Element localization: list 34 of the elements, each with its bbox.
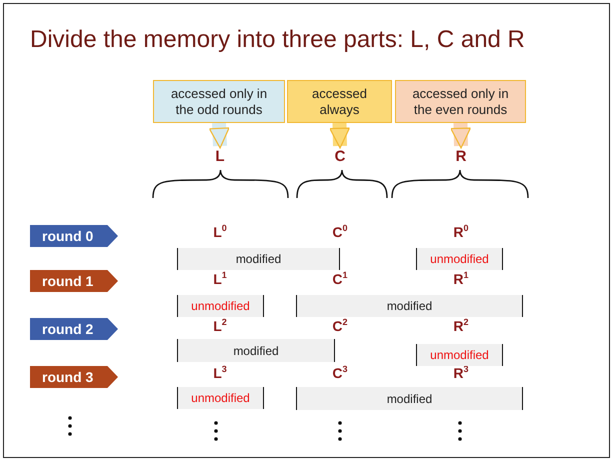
segment-label: R$^{3}$ (453, 364, 469, 381)
block-arrow (208, 122, 230, 149)
modified-segment: modified (296, 295, 523, 317)
modified-segment: modified (296, 387, 523, 410)
slide-title: Divide the memory into three parts: L, C and R (30, 26, 525, 54)
block-arrow (329, 122, 350, 149)
part-letter: L (210, 148, 230, 166)
unmodified-segment: unmodified (177, 295, 264, 317)
callout-box: accessed always (287, 80, 392, 123)
segment-label: L$^{0}$ (213, 223, 227, 240)
unmodified-segment: unmodified (177, 387, 264, 409)
segment-label: L$^{1}$ (213, 270, 227, 287)
round-tag: round 1 (30, 270, 118, 292)
unmodified-segment: unmodified (416, 248, 503, 270)
round-tag: round 3 (30, 366, 118, 388)
segment-label: R$^{2}$ (453, 317, 469, 334)
segment-label: C$^{1}$ (332, 270, 348, 287)
callout-box: accessed only in the odd rounds (153, 80, 285, 123)
part-letter: C (330, 148, 350, 166)
block-arrow (450, 122, 471, 149)
unmodified-segment: unmodified (416, 344, 503, 366)
modified-segment: modified (177, 248, 340, 270)
segment-label: C$^{2}$ (332, 317, 348, 334)
segment-label: R$^{1}$ (453, 270, 469, 287)
callout-box: accessed only in the even rounds (395, 80, 526, 123)
segment-label: R$^{0}$ (453, 223, 469, 240)
round-tag: round 2 (30, 318, 118, 340)
part-letter: R (451, 148, 471, 166)
segment-label: C$^{3}$ (332, 364, 348, 381)
modified-segment: modified (177, 339, 335, 362)
segment-label: L$^{2}$ (213, 317, 227, 334)
segment-label: C$^{0}$ (332, 223, 348, 240)
segment-label: L$^{3}$ (213, 364, 227, 381)
round-tag: round 0 (30, 225, 118, 247)
